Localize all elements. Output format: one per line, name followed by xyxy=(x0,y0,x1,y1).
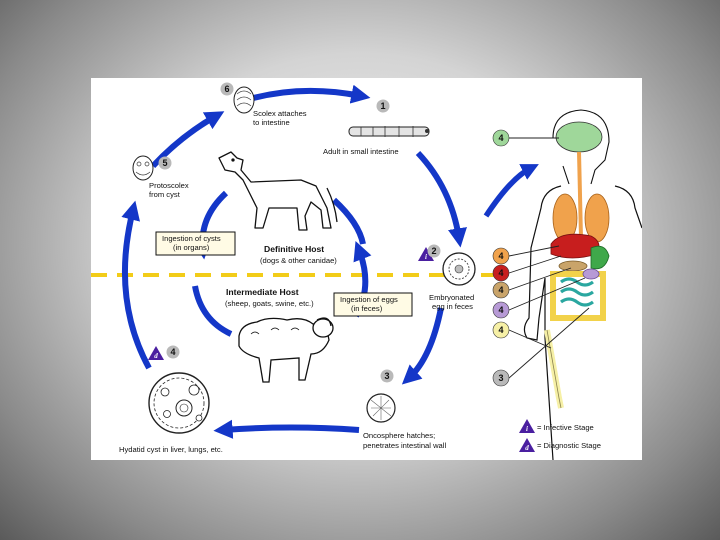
head-outline xyxy=(552,109,610,185)
badge-4-red xyxy=(492,264,510,282)
legend-infective-letter: i xyxy=(526,425,528,433)
liver-organ xyxy=(550,233,600,259)
legend: i = Infective Stage d = Diagnostic Stage xyxy=(519,419,601,452)
stage-3-badge xyxy=(380,369,394,383)
stage-2-label-line2: egg in feces xyxy=(432,302,473,311)
cysts-line1: Ingestion of cysts xyxy=(162,234,221,243)
legend-diagnostic-letter: d xyxy=(525,444,529,452)
esophagus xyxy=(577,151,583,239)
arrow-4-to-5 xyxy=(121,200,152,370)
badge-4-purple-number: 4 xyxy=(498,305,503,315)
stomach-organ xyxy=(590,245,610,270)
definitive-host-sub: (dogs & other canidae) xyxy=(260,256,337,265)
stage-5-number: 5 xyxy=(162,158,167,168)
legend-diagnostic-icon: d xyxy=(519,438,535,452)
small-intestine xyxy=(560,277,594,307)
arrow-3-to-4 xyxy=(213,419,360,439)
infective-triangle-icon: i xyxy=(418,247,434,261)
slide-panel: 6 Scolex attaches to intestine 1 Adult i… xyxy=(91,78,642,460)
human-arrows xyxy=(483,164,539,218)
ingestion-eggs-box: Ingestion of eggs (in feces) xyxy=(333,292,413,317)
stage-2-label-line1: Embryonated xyxy=(429,293,474,302)
right-lung xyxy=(584,193,610,243)
badge-4-red-number: 4 xyxy=(498,268,503,278)
badge-3-human xyxy=(492,369,510,387)
hydatid-cyst-icon xyxy=(148,372,210,434)
stage-4-label: Hydatid cyst in liver, lungs, etc. xyxy=(119,445,223,454)
stage-6-label-line2: to intestine xyxy=(253,118,290,127)
diagnostic-triangle-icon: d xyxy=(148,346,164,360)
human-badge-leaders xyxy=(508,137,590,379)
badge-4-purple xyxy=(492,301,510,319)
arrow-to-human xyxy=(483,164,539,218)
intermediate-host-title: Intermediate Host xyxy=(226,287,299,297)
embryonated-egg-icon xyxy=(442,252,476,286)
sheep-illustration xyxy=(238,317,334,383)
protoscolex-icon xyxy=(132,155,154,181)
badge-4-bone xyxy=(492,321,510,339)
badge-3-human-number: 3 xyxy=(498,373,503,383)
stage-6-label-line1: Scolex attaches xyxy=(253,109,307,118)
echinococcus-life-cycle-diagram: 6 Scolex attaches to intestine 1 Adult i… xyxy=(91,82,642,460)
intermediate-host-sub: (sheep, goats, swine, etc.) xyxy=(225,299,314,308)
inner-cycle-arrows xyxy=(192,190,372,337)
ingestion-cysts-box: Ingestion of cysts (in organs) xyxy=(155,231,236,256)
badge-4-brain xyxy=(492,129,510,147)
stage-1: 1 Adult in small intestine xyxy=(323,99,430,156)
human-badges: 4 4 4 4 4 4 3 xyxy=(492,129,510,387)
stage-5-badge xyxy=(158,156,172,170)
stage-1-badge xyxy=(376,99,390,113)
cysts-line2: (in organs) xyxy=(173,243,210,252)
stage-2-triangle-letter: i xyxy=(425,253,427,261)
stage-5-label-line2: from cyst xyxy=(149,190,181,199)
arrow-6-to-1 xyxy=(245,84,371,104)
badge-4-bone-number: 4 xyxy=(498,325,503,335)
stage-1-number: 1 xyxy=(380,101,385,111)
legend-infective-icon: i xyxy=(519,419,535,433)
stage-4-triangle-letter: d xyxy=(154,352,158,360)
badge-4-tan xyxy=(492,281,510,299)
human-outline xyxy=(523,185,642,460)
human-figure xyxy=(523,109,642,460)
arrow-5-to-6 xyxy=(150,111,225,169)
scolex-icon xyxy=(233,86,255,114)
arrow-inner-bottom xyxy=(192,285,233,337)
badge-4-brain-number: 4 xyxy=(498,133,503,143)
badge-4-tan-number: 4 xyxy=(498,285,503,295)
arrow-inner-top xyxy=(331,197,366,245)
stage-6: 6 Scolex attaches to intestine xyxy=(220,82,307,127)
stage-6-badge xyxy=(220,82,234,96)
stage-2-badge xyxy=(427,244,441,258)
legend-infective-text: = Infective Stage xyxy=(537,423,594,432)
stage-1-label: Adult in small intestine xyxy=(323,147,399,156)
stage-2-number: 2 xyxy=(431,246,436,256)
adult-worm-icon xyxy=(348,126,430,137)
eggs-line2: (in feces) xyxy=(351,304,383,313)
stage-3-number: 3 xyxy=(384,371,389,381)
eggs-line1: Ingestion of eggs xyxy=(340,295,398,304)
stage-2: i 2 Embryonated egg in feces xyxy=(418,244,476,311)
dog-illustration xyxy=(218,151,338,231)
stage-3-label-line2: penetrates intestinal wall xyxy=(363,441,446,450)
arrow-1-to-2 xyxy=(415,150,467,248)
badge-4-liver-number: 4 xyxy=(498,251,503,261)
definitive-host-title: Definitive Host xyxy=(264,244,324,254)
kidney-organ xyxy=(582,268,600,280)
arrow-2-to-3 xyxy=(401,307,444,385)
stage-4-number: 4 xyxy=(170,347,175,357)
stage-5: 5 Protoscolex from cyst xyxy=(132,155,189,199)
oncosphere-icon xyxy=(366,393,396,423)
stage-4: d 4 Hydatid cyst in liver, lungs, etc. xyxy=(119,345,223,454)
stage-3-label-line1: Oncosphere hatches; xyxy=(363,431,435,440)
stage-3: 3 Oncosphere hatches; penetrates intesti… xyxy=(363,369,446,450)
stage-5-label-line1: Protoscolex xyxy=(149,181,189,190)
stage-4-badge xyxy=(166,345,180,359)
outer-cycle-arrows xyxy=(121,84,467,439)
badge-4-liver xyxy=(492,247,510,265)
pancreas-organ xyxy=(558,260,588,272)
brain-organ xyxy=(555,121,603,153)
stage-6-number: 6 xyxy=(224,84,229,94)
legend-diagnostic-text: = Diagnostic Stage xyxy=(537,441,601,450)
